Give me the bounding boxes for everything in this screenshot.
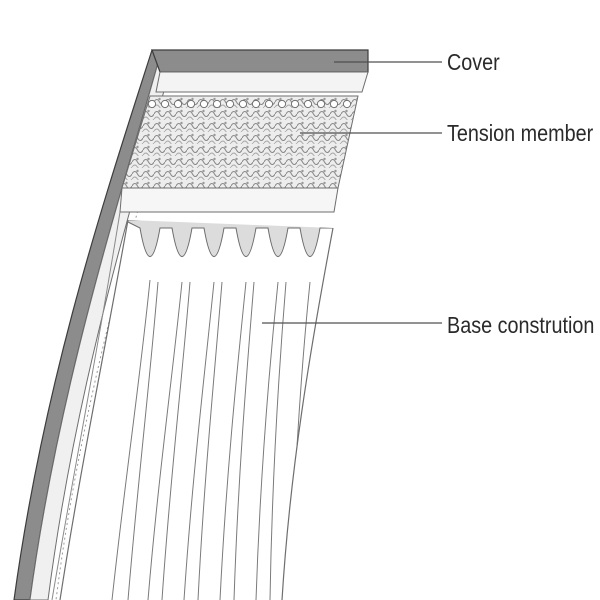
tension-member-layer [122, 96, 358, 188]
tension-member-label: Tension member [447, 122, 593, 145]
cover-label: Cover [447, 51, 500, 74]
cover-layer [152, 50, 368, 72]
base-construction-label: Base constrution [447, 314, 594, 337]
